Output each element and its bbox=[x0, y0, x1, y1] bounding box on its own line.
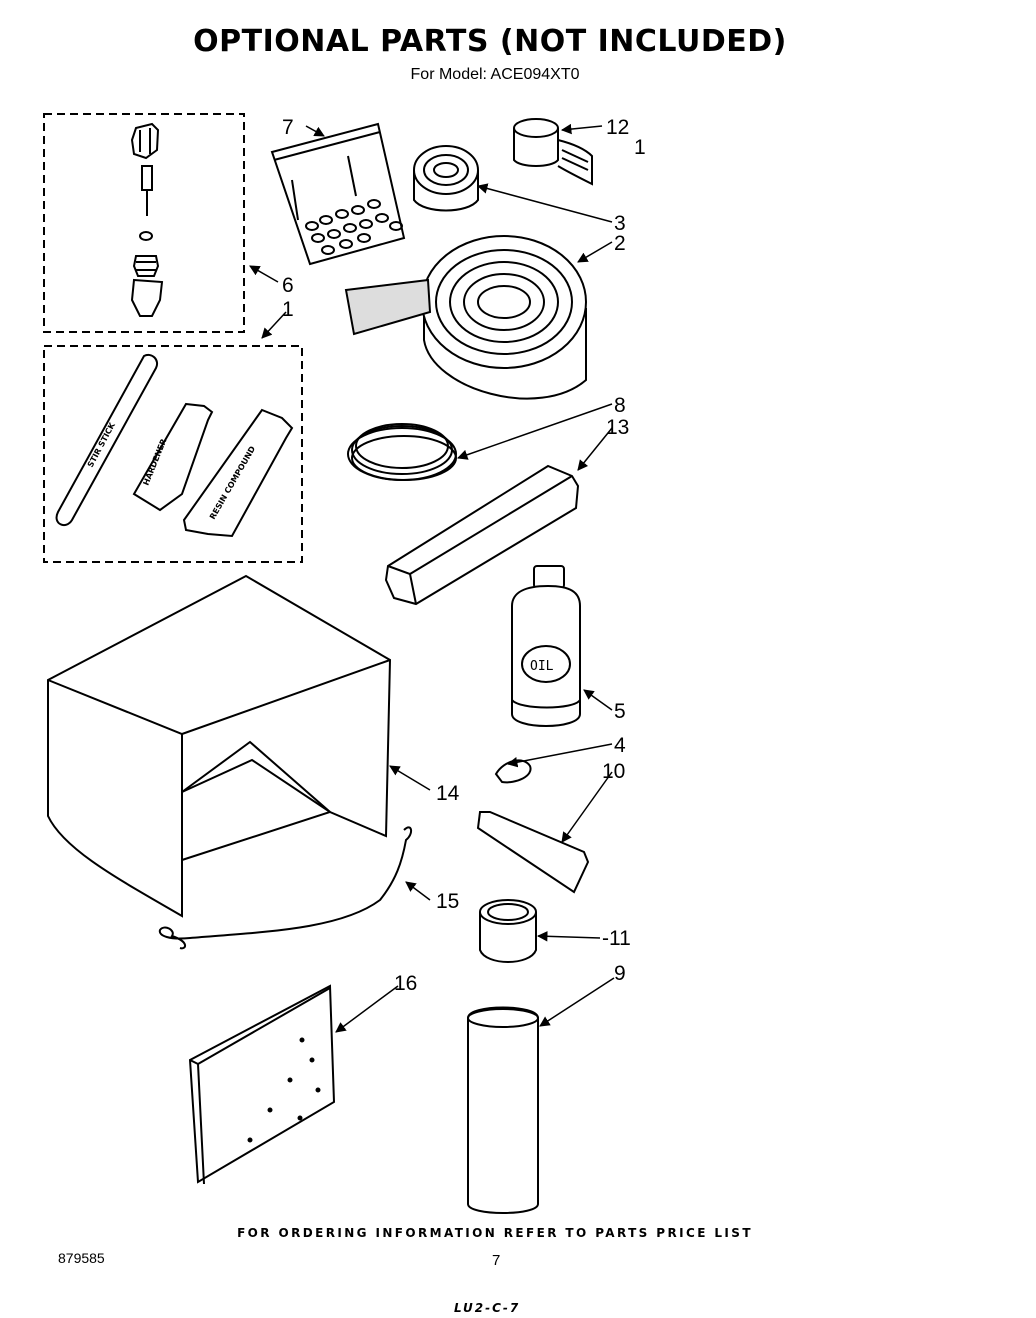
stamp-code: LU2-C-7 bbox=[454, 1301, 521, 1315]
tape-roll-small bbox=[513, 118, 593, 186]
callout-11: -11 bbox=[602, 927, 631, 950]
callout-4: 4 bbox=[614, 734, 626, 757]
repair-kit bbox=[55, 354, 294, 538]
filter-pad bbox=[188, 984, 336, 1185]
callout-12: 12 bbox=[606, 116, 629, 139]
callout-1: 1 bbox=[282, 298, 294, 321]
ordering-note: FOR ORDERING INFORMATION REFER TO PARTS … bbox=[237, 1226, 753, 1240]
spray-can bbox=[467, 1006, 539, 1214]
coiled-strip bbox=[413, 145, 479, 212]
foam-bar bbox=[384, 464, 580, 606]
valve-assembly bbox=[130, 122, 164, 317]
oil-bottle bbox=[511, 565, 581, 727]
callout-7: 7 bbox=[282, 116, 294, 139]
cord-with-hook bbox=[158, 826, 412, 950]
callout-15: 15 bbox=[436, 890, 459, 913]
callout-5: 5 bbox=[614, 700, 626, 723]
page-number: 7 bbox=[492, 1252, 501, 1269]
small-can bbox=[479, 899, 537, 963]
model-line: For Model: ACE094XT0 bbox=[410, 66, 580, 83]
callout-16: 16 bbox=[394, 972, 417, 995]
coiled-wire bbox=[347, 423, 457, 481]
callout-6: 6 bbox=[282, 274, 294, 297]
leader-lines bbox=[249, 123, 615, 1033]
callout-10: 10 bbox=[602, 760, 625, 783]
sealant-tube bbox=[476, 811, 590, 894]
cabinet-cover bbox=[47, 574, 392, 918]
callout-9: 9 bbox=[614, 962, 626, 985]
callout-12-sub: 1 bbox=[634, 136, 646, 159]
page-title: OPTIONAL PARTS (NOT INCLUDED) bbox=[193, 24, 787, 59]
callout-14: 14 bbox=[436, 782, 460, 805]
oil-label: OIL bbox=[530, 659, 554, 674]
callout-13: 13 bbox=[606, 416, 629, 439]
callout-3: 3 bbox=[614, 212, 626, 235]
callout-8: 8 bbox=[614, 394, 626, 417]
callout-2: 2 bbox=[614, 232, 626, 255]
small-plug bbox=[494, 759, 532, 784]
document-number: 879585 bbox=[58, 1250, 105, 1266]
sealing-tape-roll bbox=[344, 235, 587, 400]
bag-of-clips bbox=[270, 122, 406, 266]
kit-box-1 bbox=[43, 345, 303, 563]
